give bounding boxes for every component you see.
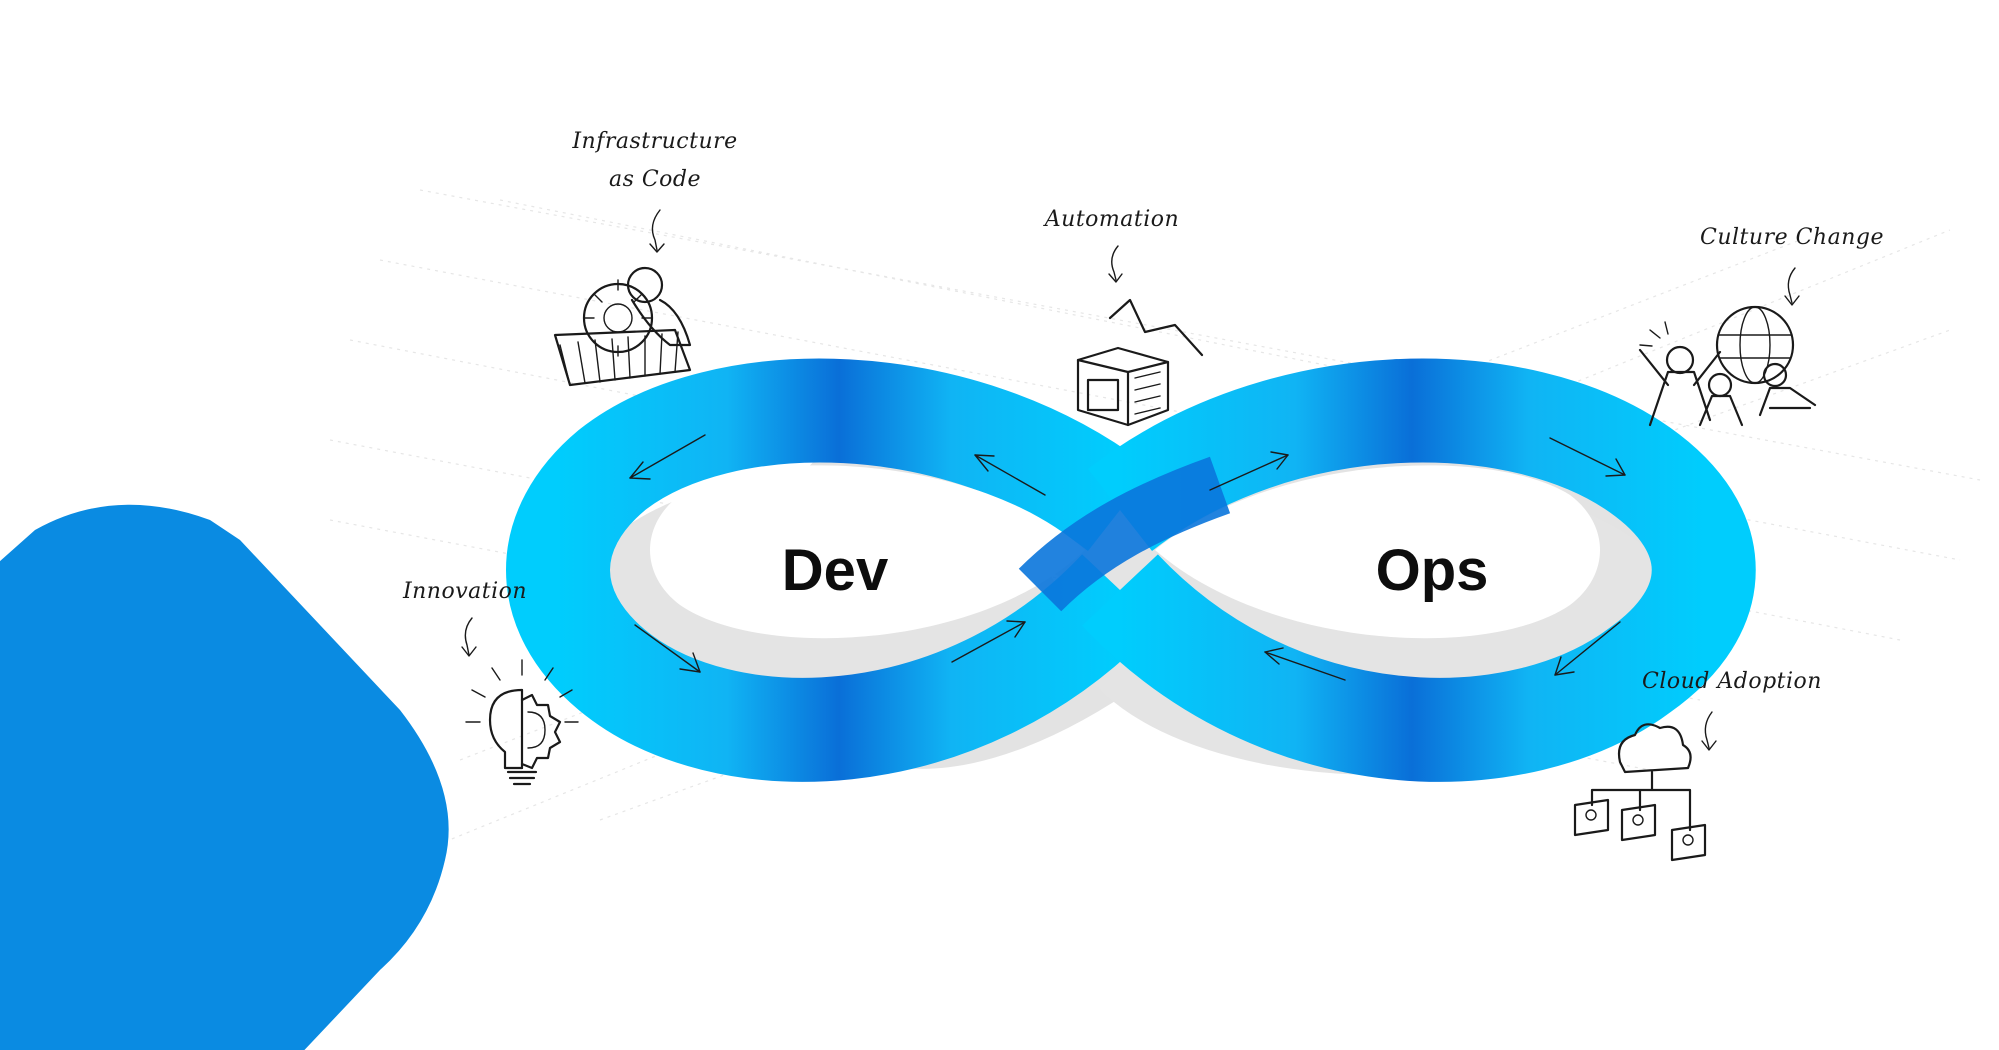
practice-culture-change: Culture Change [1638, 225, 1884, 427]
arrow-top-left [629, 434, 706, 480]
infinity-loop [506, 358, 1756, 782]
arrow-lower-center-right [1264, 647, 1346, 681]
infrastructure-pointer [651, 209, 661, 251]
dev-label: Dev [782, 538, 888, 603]
infrastructure-label-line2: as Code [609, 167, 701, 192]
gear-worker-icon [553, 266, 692, 387]
arrow-lower-center-left [951, 620, 1026, 663]
automation-label: Automation [1043, 207, 1179, 232]
arrow-bottom-right [1554, 621, 1621, 676]
automation-pointer [1111, 245, 1119, 281]
practice-infrastructure-as-code: Infrastructure as Code [553, 129, 737, 387]
infrastructure-label-line1: Infrastructure [571, 129, 737, 154]
innovation-label: Innovation [402, 579, 527, 604]
arrow-bottom-left [634, 624, 701, 673]
cloud-pointer [1704, 711, 1713, 749]
practice-innovation: Innovation [402, 579, 579, 786]
people-globe-icon [1638, 305, 1817, 427]
culture-label: Culture Change [1700, 225, 1884, 250]
practice-cloud-adoption: Cloud Adoption [1573, 669, 1822, 862]
practice-automation: Automation [1043, 207, 1204, 427]
culture-pointer [1787, 267, 1796, 304]
corner-blue-shape [0, 504, 449, 1050]
lightbulb-gear-icon [465, 659, 579, 786]
crate-icon [1076, 298, 1204, 427]
flow-arrows [629, 434, 1626, 681]
cloud-network-icon [1573, 723, 1707, 862]
innovation-pointer [464, 617, 473, 656]
arrow-top-right [1549, 437, 1626, 477]
arrow-upper-center-right [1209, 451, 1289, 491]
ops-label: Ops [1376, 538, 1489, 603]
arrow-upper-center-left [974, 454, 1046, 496]
cloud-label: Cloud Adoption [1642, 669, 1822, 694]
